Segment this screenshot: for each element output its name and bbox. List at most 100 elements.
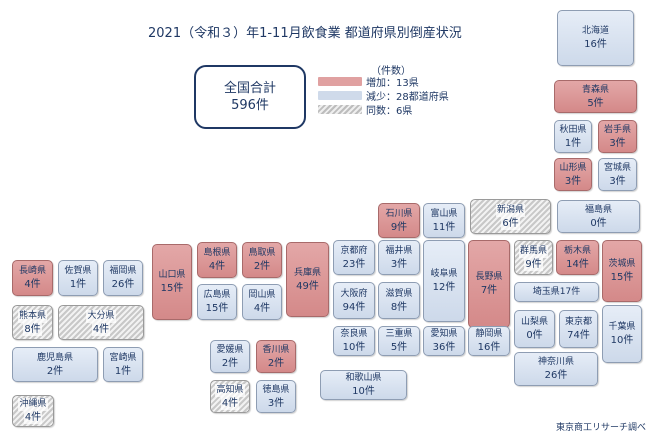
prefecture-tile: 島根県 4件 (197, 242, 237, 278)
prefecture-name: 高知県 (215, 383, 245, 397)
prefecture-name: 岐阜県 (430, 269, 458, 279)
prefecture-count: 26件 (111, 279, 135, 290)
prefecture-count: 9件 (524, 257, 543, 271)
prefecture-count: 2件 (46, 365, 64, 377)
prefecture-name: 石川県 (385, 208, 413, 219)
prefecture-count: 94件 (342, 301, 366, 313)
prefecture-count: 36件 (432, 342, 456, 353)
prefecture-name: 佐賀県 (64, 266, 92, 276)
prefecture-tile: 香川県 2件 (256, 340, 296, 373)
prefecture-tile: 愛知県 36件 (423, 326, 465, 356)
legend-label-same: 同数：6県 (366, 106, 413, 117)
prefecture-count: 15件 (160, 283, 184, 294)
prefecture-count: 15件 (205, 303, 229, 314)
prefecture-name: 福井県 (385, 245, 413, 256)
prefecture-name: 秋田県 (559, 124, 587, 135)
legend-label-decrease: 減少：28都道府県 (366, 92, 449, 103)
prefecture-count: 3件 (609, 175, 626, 187)
prefecture-tile: 埼玉県17件 (514, 282, 599, 302)
prefecture-count: 5件 (390, 342, 408, 353)
prefecture-tile: 兵庫県 49件 (286, 242, 329, 317)
prefecture-count: 3件 (609, 137, 626, 149)
prefecture-name: 山梨県 (520, 317, 548, 327)
prefecture-count: 3件 (390, 258, 408, 270)
prefecture-count: 2件 (221, 357, 239, 369)
prefecture-name: 新潟県 (495, 203, 525, 217)
prefecture-count: 10件 (610, 335, 634, 346)
prefecture-name: 香川県 (262, 344, 290, 355)
prefecture-count: 4件 (91, 322, 111, 336)
prefecture-name: 長崎県 (18, 266, 46, 276)
prefecture-name: 福岡県 (109, 266, 137, 276)
chart-title: 2021（令和３）年1-11月飲食業 都道府県別倒産状況 (148, 26, 462, 41)
legend-header: （件数） (371, 66, 411, 77)
prefecture-name: 島根県 (203, 248, 231, 258)
prefecture-count: 49件 (296, 280, 319, 292)
prefecture-tile: 愛媛県 2件 (210, 340, 250, 373)
prefecture-count: 2件 (253, 261, 271, 272)
prefecture-count: 4件 (253, 303, 271, 314)
prefecture-tile: 福岡県 26件 (103, 260, 143, 296)
prefecture-tile: 長崎県 4件 (12, 260, 53, 296)
prefecture-name: 愛媛県 (216, 344, 244, 355)
prefecture-name: 三重県 (385, 329, 413, 339)
prefecture-count: 26件 (544, 370, 568, 381)
source-note: 東京商工リサーチ調べ (555, 423, 646, 433)
prefecture-name: 山口県 (158, 270, 186, 280)
prefecture-name: 愛知県 (430, 329, 458, 339)
prefecture-tile: 神奈川県 26件 (514, 352, 598, 386)
prefecture-tile: 宮城県 3件 (598, 158, 637, 191)
prefecture-name: 群馬県 (518, 244, 548, 258)
prefecture-count: 17件 (559, 286, 581, 297)
prefecture-tile: 栃木県 14件 (556, 240, 599, 275)
prefecture-tile: 三重県 5件 (378, 326, 420, 356)
prefecture-count: 4件 (208, 261, 226, 272)
prefecture-name: 鳥取県 (248, 248, 276, 258)
legend-swatch-increase (318, 77, 362, 86)
prefecture-count: 4件 (24, 279, 41, 290)
prefecture-count: 1件 (114, 365, 132, 377)
prefecture-name: 大分県 (86, 309, 116, 323)
prefecture-count: 7件 (480, 285, 498, 296)
prefecture-name: 千葉県 (608, 322, 636, 332)
prefecture-name: 静岡県 (475, 329, 503, 339)
prefecture-name: 北海道 (581, 26, 609, 36)
prefecture-name: 長野県 (475, 272, 503, 282)
prefecture-count: 14件 (566, 258, 589, 270)
prefecture-name: 山形県 (559, 162, 587, 173)
prefecture-count: 0件 (590, 217, 607, 229)
prefecture-count: 10件 (342, 342, 366, 353)
prefecture-name: 宮城県 (603, 162, 631, 173)
prefecture-name: 栃木県 (563, 245, 591, 256)
prefecture-count: 74件 (567, 330, 590, 341)
prefecture-name: 福島県 (584, 204, 612, 215)
prefecture-count: 2件 (267, 357, 285, 369)
prefecture-count: 15件 (610, 272, 634, 283)
prefecture-tile: 千葉県 10件 (602, 305, 642, 363)
prefecture-name: 大阪府 (340, 288, 368, 299)
prefecture-name: 徳島県 (262, 384, 290, 395)
prefecture-name: 神奈川県 (537, 357, 574, 367)
prefecture-tile: 鳥取県 2件 (242, 242, 282, 278)
prefecture-name: 兵庫県 (293, 267, 321, 278)
prefecture-tile: 福井県 3件 (378, 240, 420, 275)
prefecture-name: 沖縄県 (18, 398, 48, 411)
prefecture-tile: 長野県 7件 (468, 240, 510, 328)
prefecture-name: 東京都 (564, 317, 592, 327)
legend-item-increase: 増加：13県 (318, 75, 419, 89)
prefecture-count: 10件 (352, 386, 375, 397)
